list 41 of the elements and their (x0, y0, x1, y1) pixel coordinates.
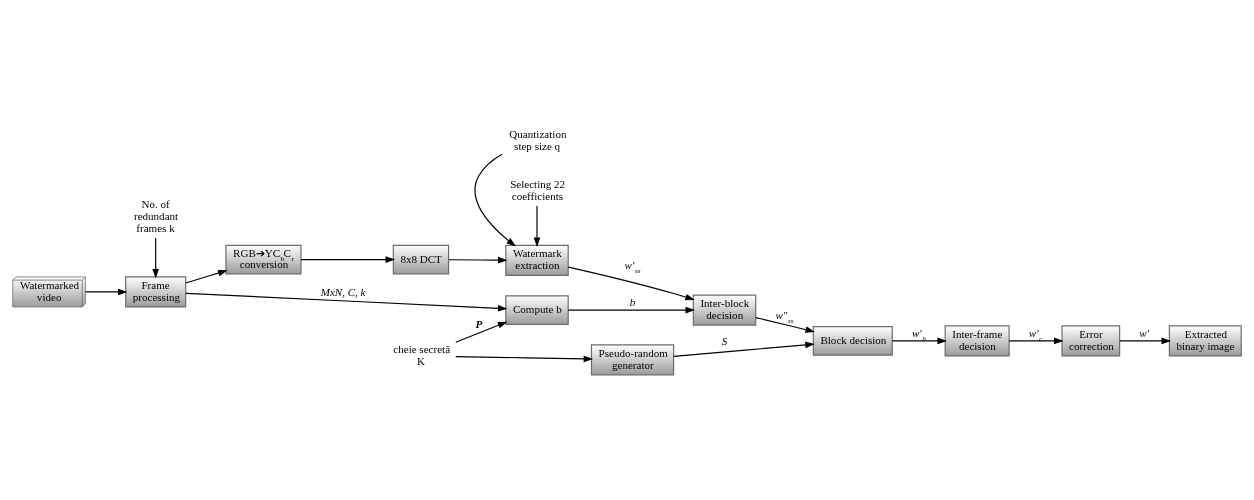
edge-label: MxN, C, k (320, 285, 366, 298)
node-box: Compute b (505, 294, 569, 325)
node-box: RGB➔YC$_{b}$C$_{r}$ conversion (225, 244, 302, 274)
arrow (300, 255, 395, 263)
arrow (84, 288, 128, 295)
arrow (185, 269, 228, 284)
edge-label: S (721, 334, 728, 347)
edge-label: w′$_{ss}$ (624, 258, 641, 275)
arrow (474, 153, 516, 246)
node-box: Error correction (1061, 324, 1121, 356)
node-text: Selecting 22 coefficients (510, 177, 566, 202)
arrow (755, 316, 815, 333)
node-text: cheie secretă K (393, 342, 451, 367)
edge-label: w′$_{c}$ (1028, 326, 1043, 343)
arrow (891, 337, 947, 344)
arrow (1119, 337, 1171, 344)
arrow (185, 292, 508, 312)
node-box: 8x8 DCT (392, 244, 450, 274)
arrow (448, 256, 508, 263)
arrow (673, 341, 815, 357)
node-box: Block decision (812, 325, 893, 356)
edge-label: P (475, 317, 483, 330)
arrow (567, 266, 695, 300)
node-box: Frame processing (125, 275, 187, 308)
node-box: Inter-block decision (692, 294, 757, 326)
node-box: Pseudo-random generator (590, 343, 675, 375)
arrow (1008, 337, 1064, 344)
node-box: Watermark extraction (505, 244, 569, 276)
edge-label: w′$_{b}$ (912, 326, 926, 343)
arrow (455, 321, 508, 343)
arrow (455, 355, 594, 362)
arrow (152, 236, 159, 278)
edge-label: w′ (1139, 326, 1150, 339)
node-box: Extracted binary image (1168, 324, 1242, 356)
edge-label: w″$_{ss}$ (775, 308, 794, 325)
node-box: Inter-frame decision (944, 324, 1010, 356)
node-text: Quantization step size q (509, 127, 567, 152)
arrow (567, 306, 695, 313)
node-text: No. of redundant frames k (133, 197, 179, 234)
edge-label: b (629, 295, 636, 308)
arrow (533, 204, 541, 247)
